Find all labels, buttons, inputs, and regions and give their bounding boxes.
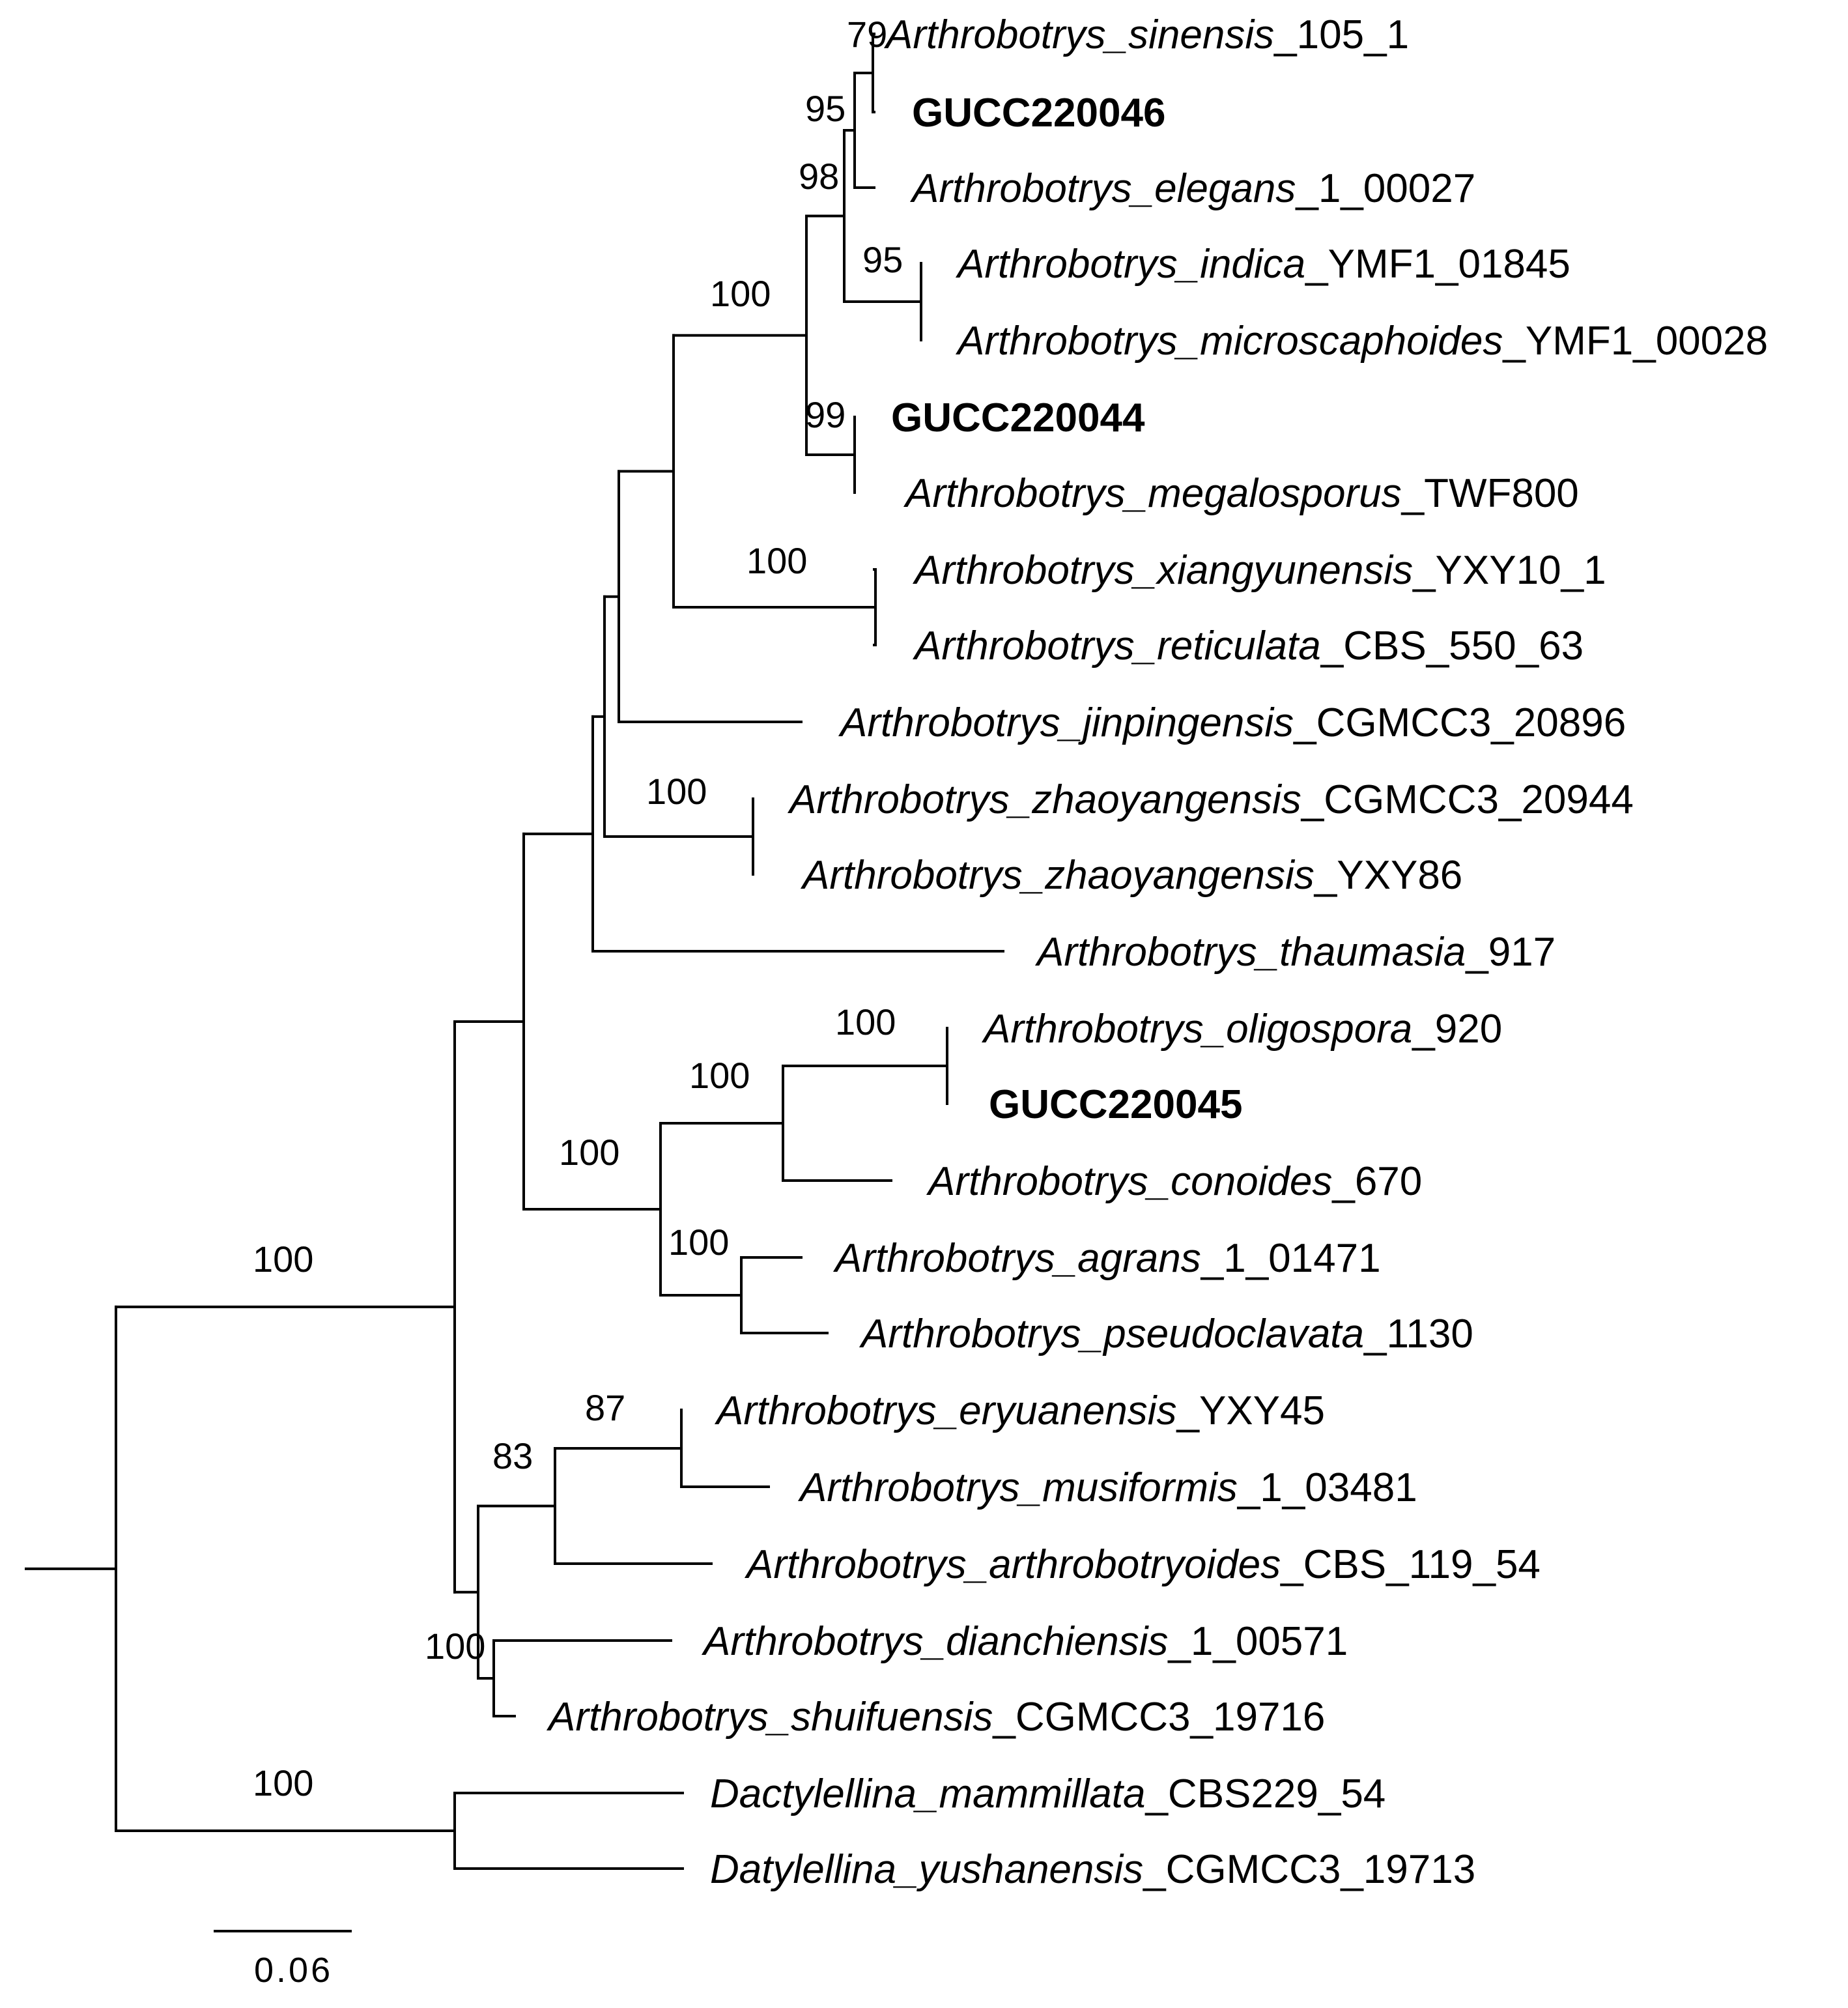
tip-taxon-name: Arthrobotrys_microscaphoides	[955, 319, 1503, 364]
tip-label: Arthrobotrys_oligospora_920	[981, 1007, 1502, 1052]
tip-label: GUCC220044	[891, 395, 1145, 440]
tip-label: Arthrobotrys_zhaoyangensis_CGMCC3_20944	[787, 777, 1634, 822]
tip-label: Arthrobotrys_shuifuensis_CGMCC3_19716	[546, 1695, 1325, 1740]
tip-label: Arthrobotrys_indica_YMF1_01845	[955, 242, 1571, 287]
bootstrap-support-value: 100	[835, 1001, 896, 1042]
tip-taxon-name: Arthrobotrys_sinensis	[883, 12, 1274, 57]
tip-strain-id: GUCC220046	[912, 91, 1165, 136]
tip-label: Arthrobotrys_conoides_670	[926, 1159, 1422, 1204]
tip-taxon-name: Dactylellina_mammillata	[710, 1771, 1145, 1816]
tip-strain-id: _YMF1_00028	[1502, 319, 1768, 364]
tip-label: Arthrobotrys_arthrobotryoides_CBS_119_54	[744, 1542, 1541, 1587]
tip-taxon-name: Arthrobotrys_indica	[955, 242, 1305, 287]
tip-taxon-name: Arthrobotrys_zhaoyangensis	[787, 777, 1301, 822]
tip-taxon-name: Arthrobotrys_reticulata	[912, 624, 1321, 668]
tip-label: Arthrobotrys_jinpingensis_CGMCC3_20896	[838, 700, 1626, 745]
bootstrap-support-value: 98	[799, 156, 839, 197]
tip-taxon-name: Arthrobotrys_agrans	[832, 1236, 1201, 1281]
bootstrap-support-value: 100	[710, 273, 771, 314]
tip-strain-id: _1_03481	[1237, 1465, 1417, 1510]
scale-bar-label: 0.06	[254, 1951, 333, 1990]
tip-label: Arthrobotrys_dianchiensis_1_00571	[701, 1619, 1348, 1664]
tip-strain-id: GUCC220045	[989, 1082, 1242, 1127]
bootstrap-support-value: 79	[847, 14, 887, 55]
tip-label: Arthrobotrys_musiformis_1_03481	[797, 1465, 1417, 1510]
tree-branches	[25, 33, 1004, 1870]
bootstrap-support-value: 100	[253, 1762, 313, 1803]
tip-strain-id: _YMF1_01845	[1305, 242, 1571, 287]
tip-strain-id: _CGMCC3_19713	[1143, 1847, 1475, 1892]
tip-strain-id: _1130	[1363, 1312, 1473, 1356]
tip-strain-id: _917	[1465, 930, 1556, 975]
tip-label: Arthrobotrys_eryuanensis_YXY45	[714, 1388, 1325, 1433]
tip-strain-id: _105_1	[1273, 12, 1409, 57]
tip-strain-id: _920	[1412, 1007, 1502, 1052]
bootstrap-support-value: 100	[668, 1222, 729, 1263]
tip-label: Arthrobotrys_microscaphoides_YMF1_00028	[955, 319, 1768, 364]
tip-label: Arthrobotrys_thaumasia_917	[1034, 930, 1556, 975]
tip-taxon-name: Arthrobotrys_arthrobotryoides	[744, 1542, 1281, 1587]
tip-label: Datylellina_yushanensis_CGMCC3_19713	[710, 1847, 1475, 1892]
tip-strain-id: _YXY86	[1314, 853, 1463, 898]
tip-taxon-name: Arthrobotrys_megalosporus	[903, 471, 1402, 516]
tip-strain-id: _670	[1331, 1159, 1422, 1204]
tip-label: Arthrobotrys_sinensis_105_1	[883, 12, 1409, 57]
tip-label: Arthrobotrys_pseudoclavata_1130	[859, 1312, 1473, 1356]
tip-strain-id: _1_01471	[1201, 1236, 1381, 1281]
tip-strain-id: _1_00027	[1295, 166, 1475, 211]
bootstrap-support-value: 95	[862, 239, 903, 280]
tip-taxon-name: Arthrobotrys_jinpingensis	[838, 700, 1294, 745]
tip-strain-id: _CGMCC3_19716	[992, 1695, 1325, 1740]
tip-strain-id: _TWF800	[1401, 471, 1579, 516]
tip-label: Dactylellina_mammillata_CBS229_54	[710, 1771, 1386, 1816]
tip-strain-id: _YXY10_1	[1412, 548, 1606, 593]
tip-taxon-name: Arthrobotrys_eryuanensis	[714, 1388, 1176, 1433]
tip-labels: Arthrobotrys_sinensis_105_1GUCC220046Art…	[546, 12, 1768, 1892]
tip-taxon-name: Arthrobotrys_elegans	[909, 166, 1296, 211]
tip-taxon-name: Datylellina_yushanensis	[710, 1847, 1143, 1892]
tip-taxon-name: Arthrobotrys_pseudoclavata	[859, 1312, 1364, 1356]
tip-strain-id: _CBS229_54	[1144, 1771, 1386, 1816]
tip-taxon-name: Arthrobotrys_zhaoyangensis	[800, 853, 1315, 898]
tip-strain-id: _YXY45	[1176, 1388, 1325, 1433]
tip-taxon-name: Arthrobotrys_thaumasia	[1034, 930, 1466, 975]
tip-taxon-name: Arthrobotrys_shuifuensis	[546, 1695, 993, 1740]
tip-strain-id: _CBS_119_54	[1280, 1542, 1541, 1587]
bootstrap-support-value: 100	[253, 1239, 313, 1280]
tip-strain-id: GUCC220044	[891, 395, 1145, 440]
tip-label: Arthrobotrys_xiangyunensis_YXY10_1	[912, 548, 1606, 593]
tip-label: Arthrobotrys_megalosporus_TWF800	[903, 471, 1579, 516]
tip-label: GUCC220045	[989, 1082, 1242, 1127]
tip-taxon-name: Arthrobotrys_xiangyunensis	[912, 548, 1413, 593]
tip-strain-id: _1_00571	[1167, 1619, 1348, 1664]
bootstrap-support-value: 100	[646, 771, 707, 812]
tip-label: GUCC220046	[912, 91, 1165, 136]
bootstrap-support-value: 95	[805, 88, 846, 129]
bootstrap-support-value: 100	[559, 1132, 619, 1173]
bootstrap-support-value: 83	[492, 1435, 533, 1476]
tip-strain-id: _CGMCC3_20944	[1301, 777, 1634, 822]
tip-label: Arthrobotrys_reticulata_CBS_550_63	[912, 624, 1584, 668]
bootstrap-support-value: 100	[689, 1055, 750, 1096]
scale-bar: 0.06	[214, 1930, 352, 1990]
tip-strain-id: _CGMCC3_20896	[1293, 700, 1626, 745]
tip-label: Arthrobotrys_agrans_1_01471	[832, 1236, 1381, 1281]
tip-taxon-name: Arthrobotrys_musiformis	[797, 1465, 1238, 1510]
tip-taxon-name: Arthrobotrys_oligospora	[981, 1007, 1412, 1052]
tip-label: Arthrobotrys_elegans_1_00027	[909, 166, 1475, 211]
bootstrap-support-value: 99	[805, 394, 846, 435]
support-values: 7995989510099100100100100100100100878310…	[253, 14, 903, 1803]
tip-label: Arthrobotrys_zhaoyangensis_YXY86	[800, 853, 1462, 898]
bootstrap-support-value: 100	[425, 1626, 485, 1667]
tip-taxon-name: Arthrobotrys_conoides	[926, 1159, 1332, 1204]
tip-strain-id: _CBS_550_63	[1320, 624, 1584, 668]
tip-taxon-name: Arthrobotrys_dianchiensis	[701, 1619, 1168, 1664]
bootstrap-support-value: 87	[585, 1387, 625, 1428]
bootstrap-support-value: 100	[746, 540, 807, 581]
